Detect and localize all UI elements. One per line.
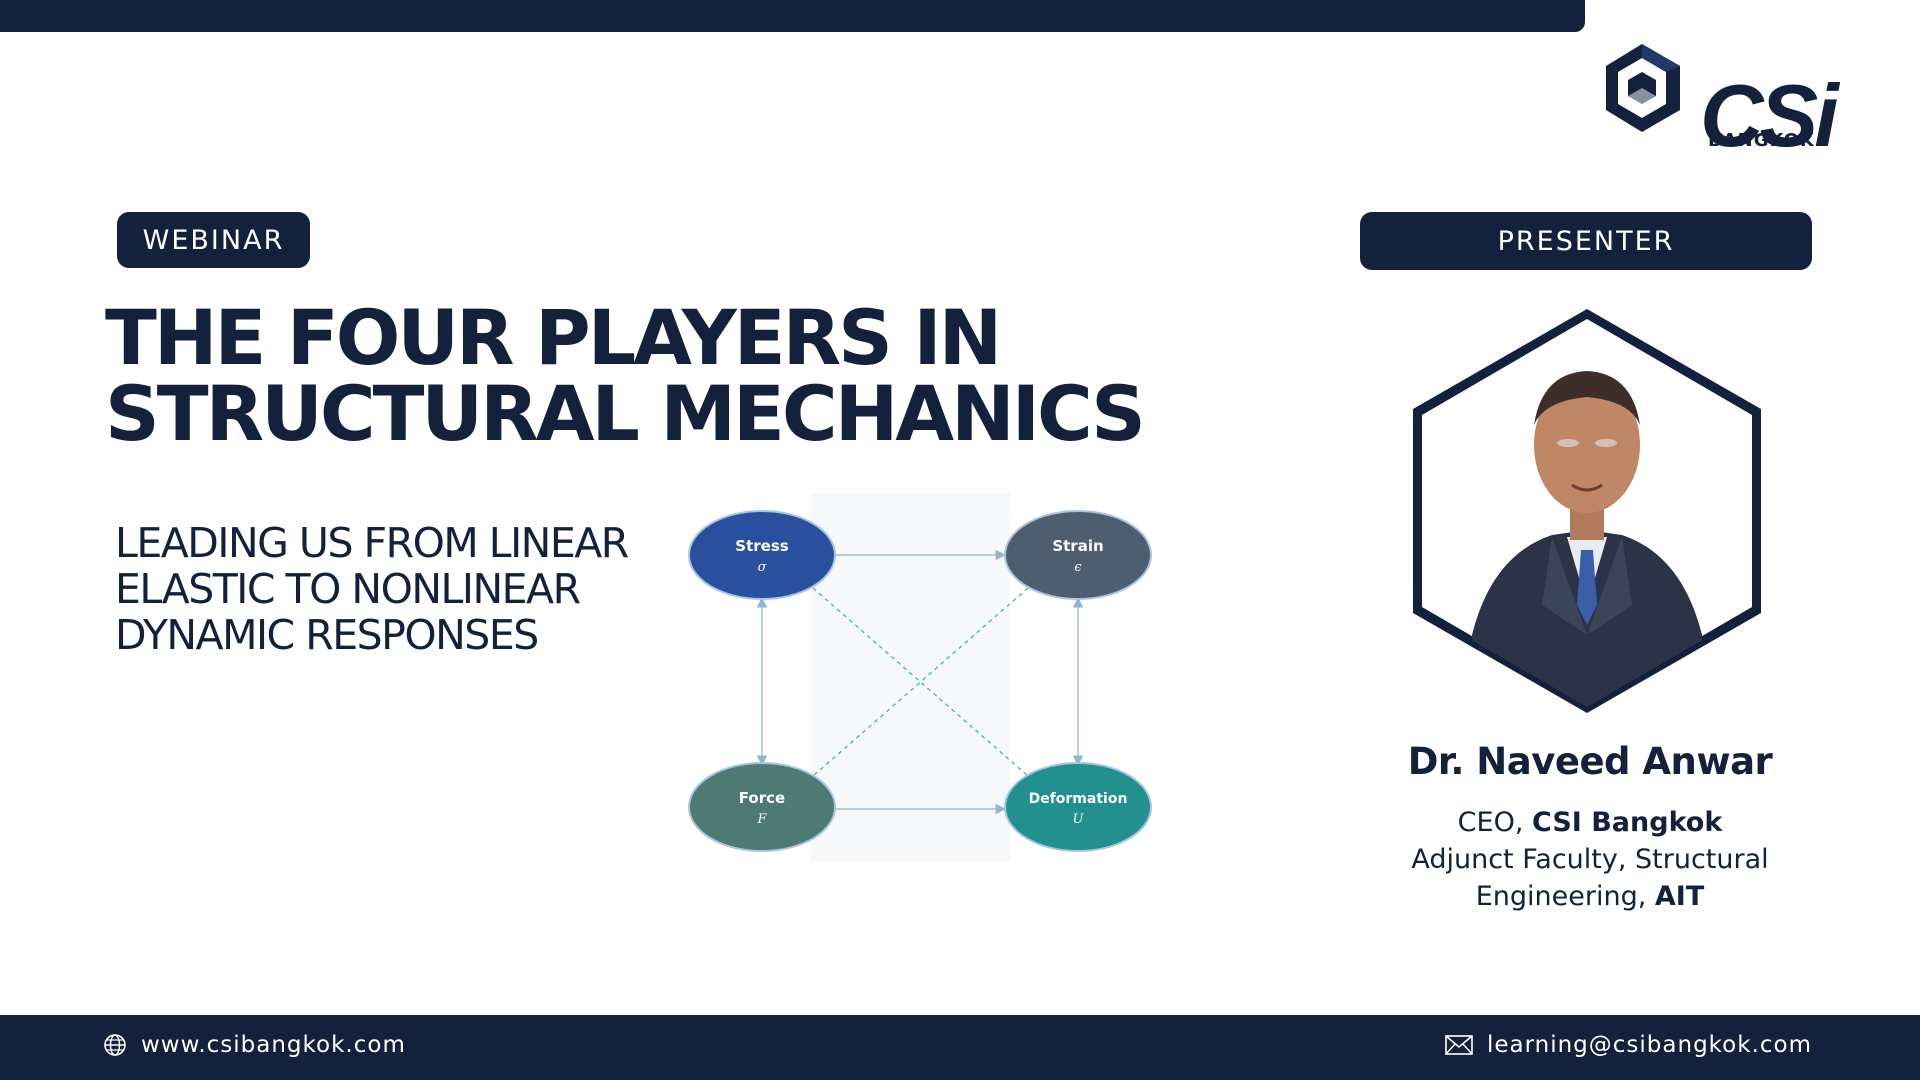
deformation-symbol: U [1073, 812, 1085, 827]
diagram-background-panel [810, 493, 1010, 861]
stress-node: Stress σ [688, 510, 836, 600]
title-line-2: STRUCTURAL MECHANICS [105, 369, 1146, 458]
strain-node: Strain ϵ [1004, 510, 1152, 600]
website-contact[interactable]: www.csibangkok.com [103, 1032, 406, 1058]
strain-symbol: ϵ [1074, 560, 1082, 575]
deformation-node: Deformation U [1004, 762, 1152, 852]
title-line-1: THE FOUR PLAYERS IN [105, 293, 1002, 382]
stress-label: Stress [735, 537, 788, 555]
subtitle-line-1: LEADING US FROM LINEAR [115, 519, 629, 567]
presenter-credentials: CEO, CSI Bangkok Adjunct Faculty, Struct… [1370, 804, 1810, 915]
webinar-badge: WEBINAR [117, 212, 310, 268]
deformation-label: Deformation [1029, 791, 1128, 807]
presenter-role-line: CEO, CSI Bangkok [1370, 804, 1810, 841]
presenter-institution-line: Engineering, AIT [1370, 878, 1810, 915]
cube-logo-icon [1606, 44, 1680, 132]
subtitle-line-3: DYNAMIC RESPONSES [115, 611, 539, 659]
force-label: Force [739, 789, 785, 807]
logo-wordmark: CSi [1700, 66, 1839, 165]
presenter-faculty-line: Adjunct Faculty, Structural [1411, 844, 1769, 875]
presenter-badge: PRESENTER [1360, 212, 1812, 270]
presenter-company: CSI Bangkok [1532, 807, 1723, 838]
webinar-title: THE FOUR PLAYERS IN STRUCTURAL MECHANICS [105, 293, 1146, 458]
subtitle-line-2: ELASTIC TO NONLINEAR [115, 565, 581, 613]
presenter-role-prefix: CEO, [1457, 807, 1533, 838]
four-players-diagram: Stress σ Strain ϵ Force F Deformation U [688, 493, 1152, 861]
email-link[interactable]: learning@csibangkok.com [1486, 1032, 1812, 1058]
presenter-institution: AIT [1654, 881, 1705, 912]
presenter-photo-frame [1413, 309, 1761, 713]
presenter-name: Dr. Naveed Anwar [1407, 740, 1773, 783]
force-symbol: F [756, 812, 767, 827]
presenter-dept: Engineering, [1475, 881, 1655, 912]
csi-bangkok-logo: CSi BANGKOK [1600, 38, 1839, 160]
force-node: Force F [688, 762, 836, 852]
email-contact[interactable]: learning@csibangkok.com [1445, 1032, 1812, 1058]
top-accent-bar [0, 0, 1585, 32]
footer-bar: www.csibangkok.com learning@csibangkok.c… [0, 1015, 1920, 1080]
globe-icon [104, 1034, 126, 1056]
strain-label: Strain [1052, 537, 1103, 555]
webinar-subtitle: LEADING US FROM LINEAR ELASTIC TO NONLIN… [115, 519, 629, 659]
logo-subtext: BANGKOK [1708, 130, 1815, 151]
mail-icon [1445, 1035, 1473, 1055]
website-link[interactable]: www.csibangkok.com [141, 1032, 406, 1058]
stress-symbol: σ [758, 560, 768, 575]
